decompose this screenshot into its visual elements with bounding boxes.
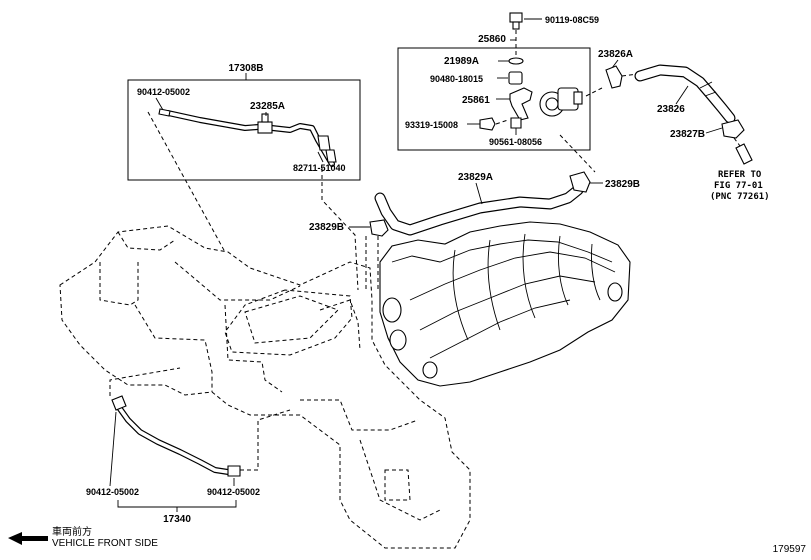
bolt-90119 <box>509 12 523 58</box>
label-23826: 23826 <box>657 104 685 115</box>
clamp-23826a <box>605 65 623 89</box>
vsv-valve <box>539 87 583 117</box>
label-23826a: 23826A <box>598 49 633 60</box>
hose-23826 <box>634 64 736 124</box>
illustration-code: 179597 <box>773 544 807 555</box>
clamp-23827b <box>721 119 745 139</box>
grommet-90480 <box>508 71 523 85</box>
label-25860: 25860 <box>478 34 506 45</box>
label-82711: 82711-51040 <box>293 163 346 173</box>
label-90412-bottom-left: 90412-05002 <box>86 487 139 497</box>
intake-manifold <box>379 221 631 387</box>
front-side-en: VEHICLE FRONT SIDE <box>52 538 158 549</box>
label-93319: 93319-15008 <box>405 120 458 130</box>
engine-phantom-outline <box>59 225 471 549</box>
label-90412-bottom-right: 90412-05002 <box>207 487 260 497</box>
label-23829a: 23829A <box>458 172 493 183</box>
label-23829b-left: 23829B <box>309 222 344 233</box>
screw-93319 <box>479 117 496 131</box>
refer-line1: REFER TO <box>718 170 762 180</box>
bracket-25861 <box>509 87 533 121</box>
ring-21989a <box>508 57 524 65</box>
refer-line3: (PNC 77261) <box>710 192 770 202</box>
label-21989a: 21989A <box>444 56 479 67</box>
refer-line2: FIG 77-01 <box>714 181 763 191</box>
arrow-left-icon <box>8 532 48 545</box>
hose-23829a <box>374 184 584 236</box>
label-90412-top: 90412-05002 <box>137 87 190 97</box>
tube-17340 <box>111 395 241 477</box>
label-23285a: 23285A <box>250 101 285 112</box>
label-90480: 90480-18015 <box>430 74 483 84</box>
vacuum-hose-17308b <box>158 108 337 167</box>
label-17308b: 17308B <box>228 63 263 74</box>
label-25861: 25861 <box>462 95 490 106</box>
clamp-23829b-right <box>569 171 591 193</box>
pipe-end <box>735 143 753 165</box>
label-23829b-right: 23829B <box>605 179 640 190</box>
bolt-90561 <box>510 117 522 129</box>
box-25860 <box>397 47 591 151</box>
label-23827b: 23827B <box>670 129 705 140</box>
label-90561: 90561-08056 <box>489 137 542 147</box>
label-17340: 17340 <box>163 514 191 525</box>
front-side-jp: 車両前方 <box>52 525 92 538</box>
box-17308b <box>127 79 361 181</box>
clamp-23829b-left <box>369 219 389 237</box>
label-90119: 90119-08C59 <box>545 15 599 25</box>
